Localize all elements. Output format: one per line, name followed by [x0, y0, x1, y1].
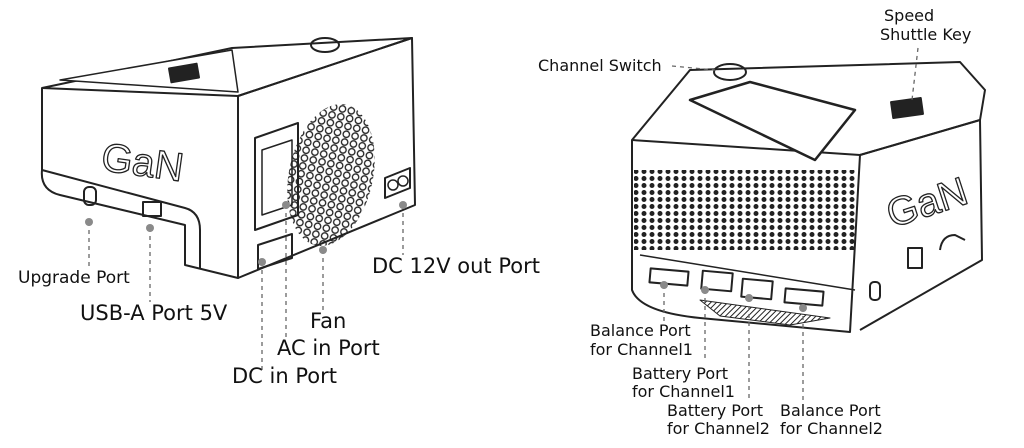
label-speed-shuttle-key-2: Shuttle Key: [880, 25, 972, 44]
label-balance-ch2-2: for Channel2: [780, 419, 883, 438]
right-device: GaN: [631, 61, 986, 333]
label-channel-switch: Channel Switch: [538, 56, 662, 75]
label-balance-ch2-1: Balance Port: [780, 401, 881, 420]
label-battery-ch2-2: for Channel2: [667, 419, 770, 438]
label-ac-in-port: AC in Port: [277, 336, 380, 360]
label-battery-ch1-2: for Channel1: [632, 382, 735, 401]
label-battery-ch1-1: Battery Port: [632, 364, 729, 383]
label-fan: Fan: [310, 309, 347, 333]
right-brand-logo: GaN: [881, 169, 973, 236]
label-battery-ch2-1: Battery Port: [667, 401, 764, 420]
left-device: GaN: [40, 37, 416, 279]
left-brand-logo: GaN: [99, 135, 187, 190]
label-balance-ch1-2: for Channel1: [590, 340, 693, 359]
label-balance-ch1-1: Balance Port: [590, 321, 691, 340]
callout-lines: [88, 47, 919, 400]
label-upgrade-port: Upgrade Port: [18, 268, 130, 288]
callout-dots: [85, 201, 807, 312]
label-dc-out-port: DC 12V out Port: [372, 254, 540, 278]
label-usb-a-port: USB-A Port 5V: [80, 301, 228, 325]
label-dc-in-port: DC in Port: [232, 364, 337, 388]
label-speed-shuttle-key-1: Speed: [884, 6, 935, 25]
